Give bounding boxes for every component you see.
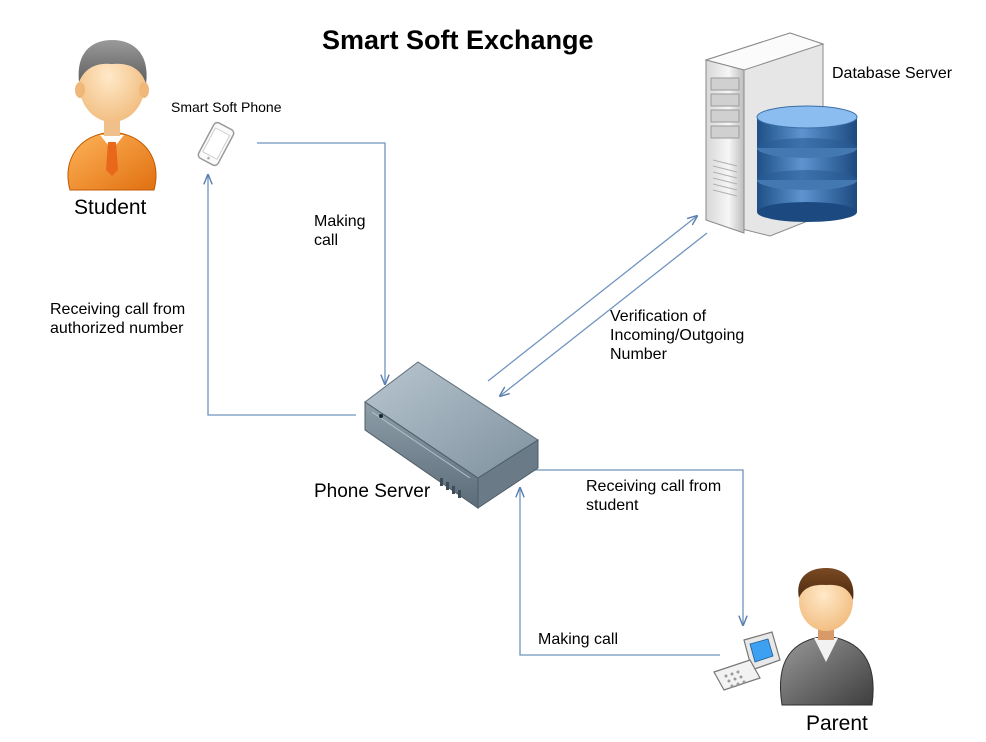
edge-label-receiving-student: Receiving call from student [586,478,722,515]
edge-label-verification: Verification of Incoming/Outgoing Number [610,308,745,364]
arrow-server-to-database [487,216,697,382]
arrow-server-to-parent [518,469,743,625]
edge-label-making-call-student: Making call [314,213,366,250]
arrow-database-to-server [500,232,708,396]
smart-soft-phone-label: Smart Soft Phone [171,99,282,115]
arrow-server-to-phone [208,175,356,416]
database-server-icon [704,32,858,237]
arrow-parent-to-server [520,488,720,656]
parent-person-icon [780,568,874,706]
edge-label-receiving-authorized: Receiving call from authorized number [50,301,186,338]
rack-server-icon [364,361,539,509]
edge-label-making-call-parent: Making call [538,631,619,648]
diagram-title: Smart Soft Exchange [322,25,594,55]
smartphone-icon [197,121,235,167]
arrow-phone-to-server [257,142,385,384]
student-person-icon [67,40,157,191]
phone-server-label: Phone Server [314,481,431,502]
database-server-label: Database Server [832,65,953,82]
parent-label: Parent [806,712,868,735]
flip-phone-icon [713,631,781,691]
student-label: Student [74,196,147,219]
